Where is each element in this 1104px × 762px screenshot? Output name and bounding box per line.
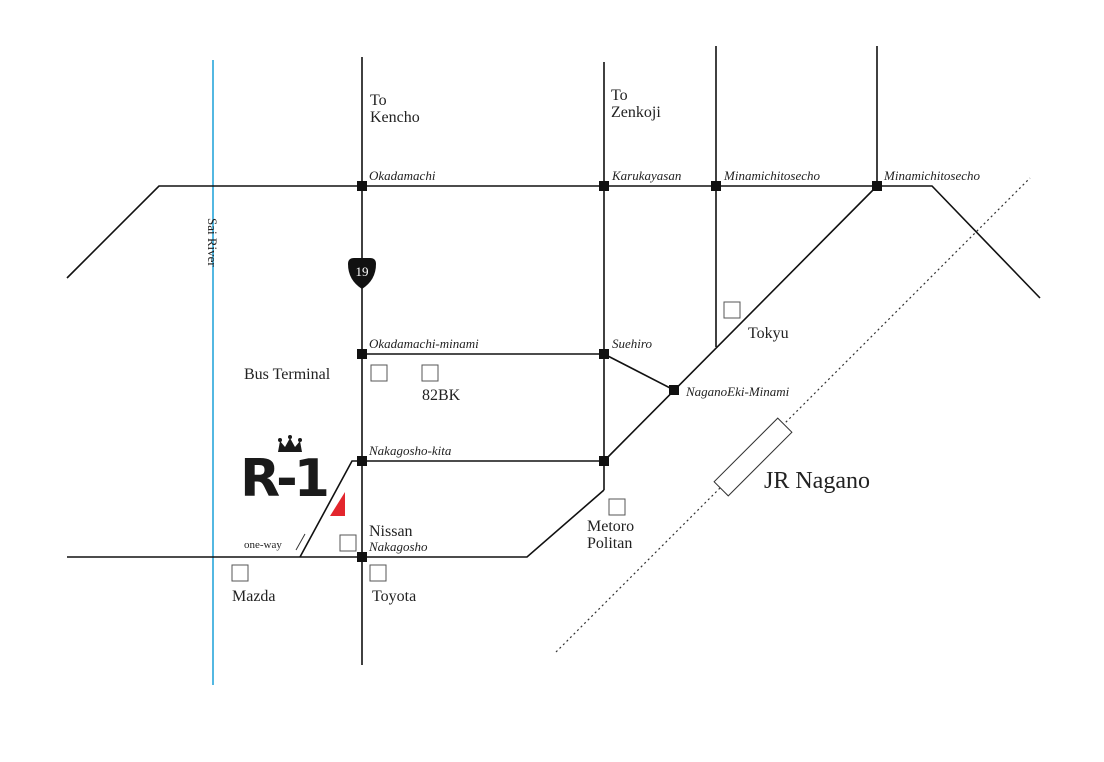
- minamichitosecho-2-label: Minamichitosecho: [883, 168, 981, 183]
- nissan-label: Nissan: [369, 523, 413, 540]
- roads: [66, 46, 1041, 665]
- nakagosho-kita-label: Nakagosho-kita: [368, 443, 452, 458]
- to-kencho-label: To: [370, 92, 387, 109]
- mazda-label: Mazda: [232, 588, 276, 605]
- kencho-label: Kencho: [370, 109, 420, 126]
- 82bk-label: 82BK: [422, 387, 461, 404]
- crown-icon: [278, 438, 302, 452]
- sai-river-label: Sai River: [205, 218, 220, 267]
- box-mazda: [231, 564, 249, 582]
- metoro-label: Metoro: [587, 518, 634, 535]
- road-suehiro-diagonal: [603, 353, 675, 391]
- tokyu-label: Tokyu: [748, 325, 789, 342]
- marker-nakagosho-kita: [357, 456, 367, 466]
- zenkoji-label: Zenkoji: [611, 104, 661, 121]
- destination-marker: [330, 492, 345, 516]
- minamichitosecho-1-label: Minamichitosecho: [723, 168, 821, 183]
- to-zenkoji-label: To: [611, 87, 628, 104]
- crown-dot-left: [278, 438, 282, 442]
- box-tokyu: [723, 301, 741, 319]
- box-82bk: [421, 364, 439, 382]
- marker-karukayasan: [599, 181, 609, 191]
- road-nakagosho-kita: [299, 460, 604, 558]
- logo-text: R-1: [240, 449, 327, 509]
- marker-okadamachi-minami: [357, 349, 367, 359]
- marker-minamichitosecho-1: [711, 181, 721, 191]
- bus-terminal-label: Bus Terminal: [244, 366, 331, 383]
- landmark-boxes: [231, 301, 741, 582]
- one-way-label: one-way: [244, 539, 282, 551]
- road-okadamachi-street: [66, 185, 1041, 299]
- marker-suehiro: [599, 349, 609, 359]
- jr-nagano-label: JR Nagano: [764, 468, 870, 494]
- route-number: 19: [356, 264, 369, 279]
- box-toyota: [369, 564, 387, 582]
- crown-dot-center: [288, 435, 292, 439]
- politan-label: Politan: [587, 535, 632, 552]
- marker-naganoeki-minami: [669, 385, 679, 395]
- one-way-arrow: [295, 533, 306, 551]
- marker-nakagosho: [357, 552, 367, 562]
- intersection-markers: [357, 181, 882, 562]
- okadamachi-minami-label: Okadamachi-minami: [369, 336, 479, 351]
- marker-nakagosho-kita-east: [599, 456, 609, 466]
- box-metoro-politan: [608, 498, 626, 516]
- okadamachi-label: Okadamachi: [369, 168, 436, 183]
- marker-okadamachi: [357, 181, 367, 191]
- route-19-shield: 19: [348, 258, 376, 289]
- karukayasan-label: Karukayasan: [611, 168, 681, 183]
- naganoeki-minami-label: NaganoEki-Minami: [685, 384, 790, 399]
- crown-dot-right: [298, 438, 302, 442]
- marker-minamichitosecho-2: [872, 181, 882, 191]
- railway-line: [555, 177, 1031, 653]
- suehiro-label: Suehiro: [612, 336, 652, 351]
- nakagosho-label: Nakagosho: [368, 539, 428, 554]
- jr-nagano-station: [713, 417, 793, 497]
- toyota-label: Toyota: [372, 588, 416, 605]
- box-bus-terminal: [370, 364, 388, 382]
- box-nissan: [339, 534, 357, 552]
- r1-logo: R-1: [240, 435, 331, 509]
- road-ekimae-diagonal: [603, 185, 878, 462]
- road-nakagosho: [67, 489, 605, 558]
- route-shield-icon: [348, 258, 376, 289]
